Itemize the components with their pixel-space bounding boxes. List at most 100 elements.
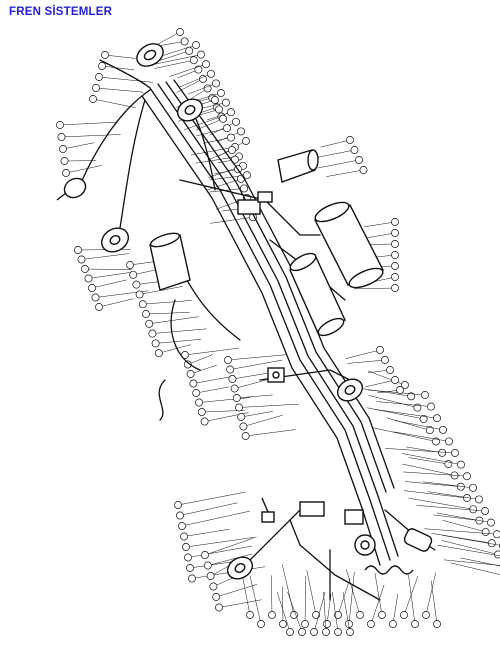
callout-leader xyxy=(216,584,258,598)
callout-leader xyxy=(428,491,480,500)
upper-air-tank-icon xyxy=(277,149,319,183)
callout-leader xyxy=(190,364,217,375)
callout-bubble xyxy=(189,379,198,388)
callout-bubble xyxy=(240,184,248,193)
callout-bubble xyxy=(334,628,342,636)
callout-leader xyxy=(370,584,385,625)
callout-bubble xyxy=(469,483,477,492)
callout-leader xyxy=(155,338,202,344)
callout-leader xyxy=(241,411,273,418)
callout-bubble xyxy=(212,79,220,88)
front-brake-line-2 xyxy=(117,99,146,241)
callout-bubble xyxy=(56,121,64,129)
callout-bubble xyxy=(223,124,231,133)
callout-bubble xyxy=(201,551,209,559)
callout-leader xyxy=(169,63,207,77)
callout-leader xyxy=(425,572,437,616)
callout-bubble xyxy=(481,507,489,515)
callout-bubble xyxy=(386,366,394,374)
callout-bubble xyxy=(197,50,205,59)
callout-bubble xyxy=(391,262,399,270)
callout-bubble xyxy=(180,532,188,541)
callout-bubble xyxy=(184,553,192,562)
callout-bubble xyxy=(323,620,331,628)
callout-leader xyxy=(152,328,207,334)
callout-leader xyxy=(437,544,500,557)
callout-leader xyxy=(337,578,351,616)
callout-bubble xyxy=(438,448,447,457)
callout-bubble xyxy=(378,611,386,619)
callout-bubble xyxy=(148,329,157,338)
callout-bubble xyxy=(182,543,190,551)
callout-leader xyxy=(385,448,456,454)
callout-leader xyxy=(271,575,273,616)
callout-leader xyxy=(139,286,183,295)
brake-components xyxy=(56,43,433,580)
callout-bubble xyxy=(224,356,232,364)
callout-leader xyxy=(227,354,287,361)
callout-bubble xyxy=(376,346,384,354)
callout-bubble xyxy=(126,261,134,269)
callout-leader xyxy=(92,98,136,108)
callout-bubble xyxy=(194,65,203,74)
callout-bubble xyxy=(185,46,194,55)
callout-leader xyxy=(158,344,191,354)
front-brake-line xyxy=(79,89,151,186)
callout-leader xyxy=(332,591,339,633)
main-pipe-run-c xyxy=(165,81,387,493)
callout-bubble xyxy=(425,426,434,435)
mid-loop-pipe xyxy=(170,299,201,371)
callout-bubble xyxy=(215,603,223,612)
callout-bubble xyxy=(228,146,236,154)
front-left-line xyxy=(99,59,151,89)
small-air-tank-icon xyxy=(403,528,433,552)
callout-leader xyxy=(433,514,480,521)
callout-leader xyxy=(204,537,254,556)
callout-leader xyxy=(84,268,133,270)
callout-leader xyxy=(249,575,262,625)
callout-leader xyxy=(342,591,351,633)
upper-cross-pipe xyxy=(179,179,321,236)
callout-bubble xyxy=(290,611,298,619)
callout-leader xyxy=(316,149,355,158)
callout-leader xyxy=(198,397,251,403)
callout-bubble xyxy=(227,133,235,142)
callout-leader xyxy=(181,510,251,527)
callout-leader xyxy=(91,279,127,289)
callout-bubble xyxy=(391,376,399,384)
callout-leader xyxy=(374,572,383,616)
compressor-valve-icon xyxy=(237,191,273,215)
callout-bubble xyxy=(189,56,198,65)
callout-leader xyxy=(178,73,212,88)
callout-bubble xyxy=(422,611,430,619)
front-left-brake-chamber-icon xyxy=(136,43,164,67)
callout-bubble xyxy=(145,319,154,328)
callout-bubble xyxy=(493,530,500,539)
rear-lower-pipe xyxy=(289,519,381,601)
callout-leader xyxy=(347,359,386,364)
callout-leader xyxy=(394,420,444,431)
callout-leader xyxy=(282,586,284,625)
callout-bubble xyxy=(186,564,194,572)
callout-bubble xyxy=(445,437,453,446)
callout-bubble xyxy=(391,251,399,259)
callout-bubble xyxy=(180,37,189,46)
callout-leader xyxy=(408,574,416,625)
callout-bubble xyxy=(176,511,184,520)
callout-bubble xyxy=(411,620,419,628)
callout-leader xyxy=(81,253,129,260)
callout-leader xyxy=(95,87,144,93)
callout-bubble xyxy=(174,501,182,509)
callout-leader xyxy=(191,146,236,156)
callout-bubble xyxy=(77,255,86,264)
callout-leader xyxy=(364,221,396,228)
callout-bubble xyxy=(381,356,389,364)
callout-bubble xyxy=(257,620,265,628)
brake-lines xyxy=(79,59,436,601)
callout-leader xyxy=(207,149,233,161)
callout-leader xyxy=(154,31,181,47)
rear-left-brake-chamber-icon xyxy=(226,556,254,580)
callout-bubble xyxy=(439,425,447,434)
callout-leader xyxy=(386,417,430,431)
